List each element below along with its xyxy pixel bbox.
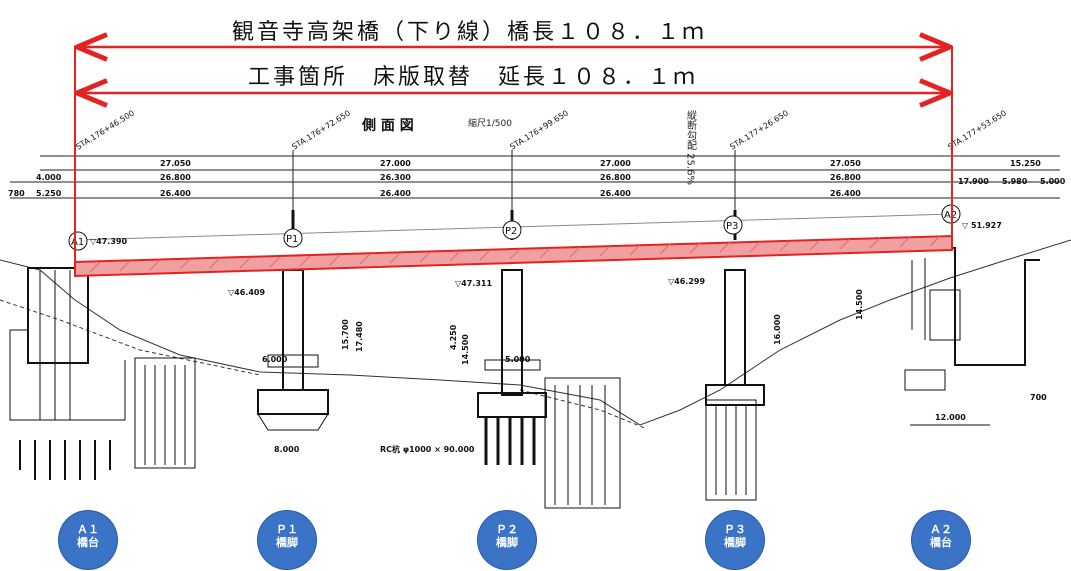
misc-dim: 780 bbox=[8, 189, 25, 198]
elevation: ▽46.409 bbox=[228, 288, 265, 297]
support-badge-p2: Ｐ２ 橋脚 bbox=[478, 511, 536, 569]
span-dim: 26.400 bbox=[160, 189, 191, 198]
chainage-label: STA.176+46.500 bbox=[74, 108, 136, 151]
chainage-label: STA.176+99.650 bbox=[508, 108, 570, 151]
misc-dim: 15.250 bbox=[1010, 159, 1041, 168]
misc-dim: 4.000 bbox=[36, 173, 62, 182]
badge-label: Ａ１ bbox=[77, 523, 99, 536]
span-dim: 27.050 bbox=[830, 159, 861, 168]
span-dim: 26.800 bbox=[160, 173, 191, 182]
pier-height-dims: 15.700 17.480 14.500 4.250 16.000 14.500… bbox=[262, 289, 864, 365]
span-dim: 27.000 bbox=[380, 159, 411, 168]
badge-type: 橋台 bbox=[77, 536, 99, 549]
support-badge-p3: Ｐ３ 橋脚 bbox=[706, 511, 764, 569]
misc-dim: 8.000 bbox=[274, 445, 300, 454]
chainage-label: STA.176+72.650 bbox=[290, 108, 352, 151]
pier-circle-label: A1 bbox=[71, 237, 84, 248]
deck-slab bbox=[74, 234, 953, 278]
pile-note: RC杭 φ1000 × 90.000 bbox=[380, 444, 475, 454]
drawing-scale: 縮尺1/500 bbox=[468, 117, 512, 129]
dimension-lines bbox=[10, 150, 1060, 235]
elevation: ▽46.299 bbox=[668, 277, 705, 286]
chainage-label: STA.177+53.650 bbox=[946, 108, 1008, 151]
pier-circle-label: P3 bbox=[726, 221, 738, 232]
drawing-header: 側 面 図 縮尺1/500 bbox=[361, 117, 512, 134]
length-indicators bbox=[74, 46, 953, 262]
work-section-title: 工事箇所 床版取替 延長１０８．１ｍ bbox=[248, 65, 699, 90]
drawing-heading: 側 面 図 bbox=[361, 117, 414, 134]
badge-type: 橋脚 bbox=[496, 536, 518, 549]
span-dim: 26.300 bbox=[380, 173, 411, 182]
misc-dim: 16.000 bbox=[773, 314, 782, 345]
pier-circle-label: P2 bbox=[505, 226, 517, 237]
span-dim: 27.000 bbox=[600, 159, 631, 168]
ground-profile bbox=[0, 239, 1071, 429]
badge-label: Ａ２ bbox=[930, 523, 952, 536]
span-dim: 26.800 bbox=[830, 173, 861, 182]
misc-dim: 5.980 bbox=[1002, 177, 1028, 186]
pier-circle-label: A2 bbox=[944, 210, 957, 221]
span-dim: 26.800 bbox=[600, 173, 631, 182]
elevation: ▽47.311 bbox=[455, 279, 492, 288]
misc-dim: 15.700 bbox=[341, 319, 350, 350]
misc-dim: 12.000 bbox=[935, 413, 966, 422]
badge-type: 橋脚 bbox=[724, 536, 746, 549]
span-dim: 27.050 bbox=[160, 159, 191, 168]
badge-label: Ｐ１ bbox=[276, 523, 298, 536]
badge-label: Ｐ３ bbox=[724, 523, 746, 536]
elevation: ▽47.390 bbox=[90, 237, 127, 246]
span-dim: 26.400 bbox=[380, 189, 411, 198]
elevation-labels: ▽47.390 ▽46.409 ▽47.311 ▽46.299 ▽ 51.927 bbox=[90, 221, 1002, 297]
support-badge-p1: Ｐ１ 橋脚 bbox=[258, 511, 316, 569]
misc-dim: 14.500 bbox=[461, 334, 470, 365]
support-badge-a1: Ａ１ 橋台 bbox=[59, 511, 117, 569]
pier-circle-label: P1 bbox=[286, 234, 298, 245]
span-dim: 26.400 bbox=[830, 189, 861, 198]
elevation: ▽ 51.927 bbox=[962, 221, 1002, 230]
vertical-note-box: 縦断勾配 25.6% bbox=[685, 109, 697, 185]
span-dimension-text: 27.050 27.000 27.000 27.050 26.800 26.30… bbox=[8, 159, 1066, 198]
badge-label: Ｐ２ bbox=[496, 523, 518, 536]
chainage-label: STA.177+26.650 bbox=[728, 108, 790, 151]
abutment-a2: 12.000 700 bbox=[904, 247, 1047, 426]
misc-dim: 4.250 bbox=[449, 324, 458, 350]
support-badge-a2: Ａ２ 橋台 bbox=[912, 511, 970, 569]
pier-p2: RC杭 φ1000 × 90.000 bbox=[380, 210, 621, 509]
vertical-grade-note: 縦断勾配 25.6% bbox=[685, 109, 697, 185]
badge-type: 橋台 bbox=[930, 536, 952, 549]
misc-dim: 5.250 bbox=[36, 189, 62, 198]
misc-dim: 700 bbox=[1030, 393, 1047, 402]
misc-dim: 14.500 bbox=[855, 289, 864, 320]
misc-dim: 5.000 bbox=[505, 355, 531, 364]
abutment-a1 bbox=[9, 267, 196, 480]
badge-type: 橋脚 bbox=[276, 536, 298, 549]
misc-dim: 17.900 bbox=[958, 177, 989, 186]
misc-dim: 5.000 bbox=[1040, 177, 1066, 186]
misc-dim: 17.480 bbox=[355, 321, 364, 352]
bridge-length-title: 観音寺高架橋（下り線）橋長１０８．１ｍ bbox=[232, 20, 708, 45]
misc-dim: 6.000 bbox=[262, 355, 288, 364]
chainage-labels: STA.176+46.500 STA.176+72.650 STA.176+99… bbox=[74, 108, 1008, 151]
span-dim: 26.400 bbox=[600, 189, 631, 198]
